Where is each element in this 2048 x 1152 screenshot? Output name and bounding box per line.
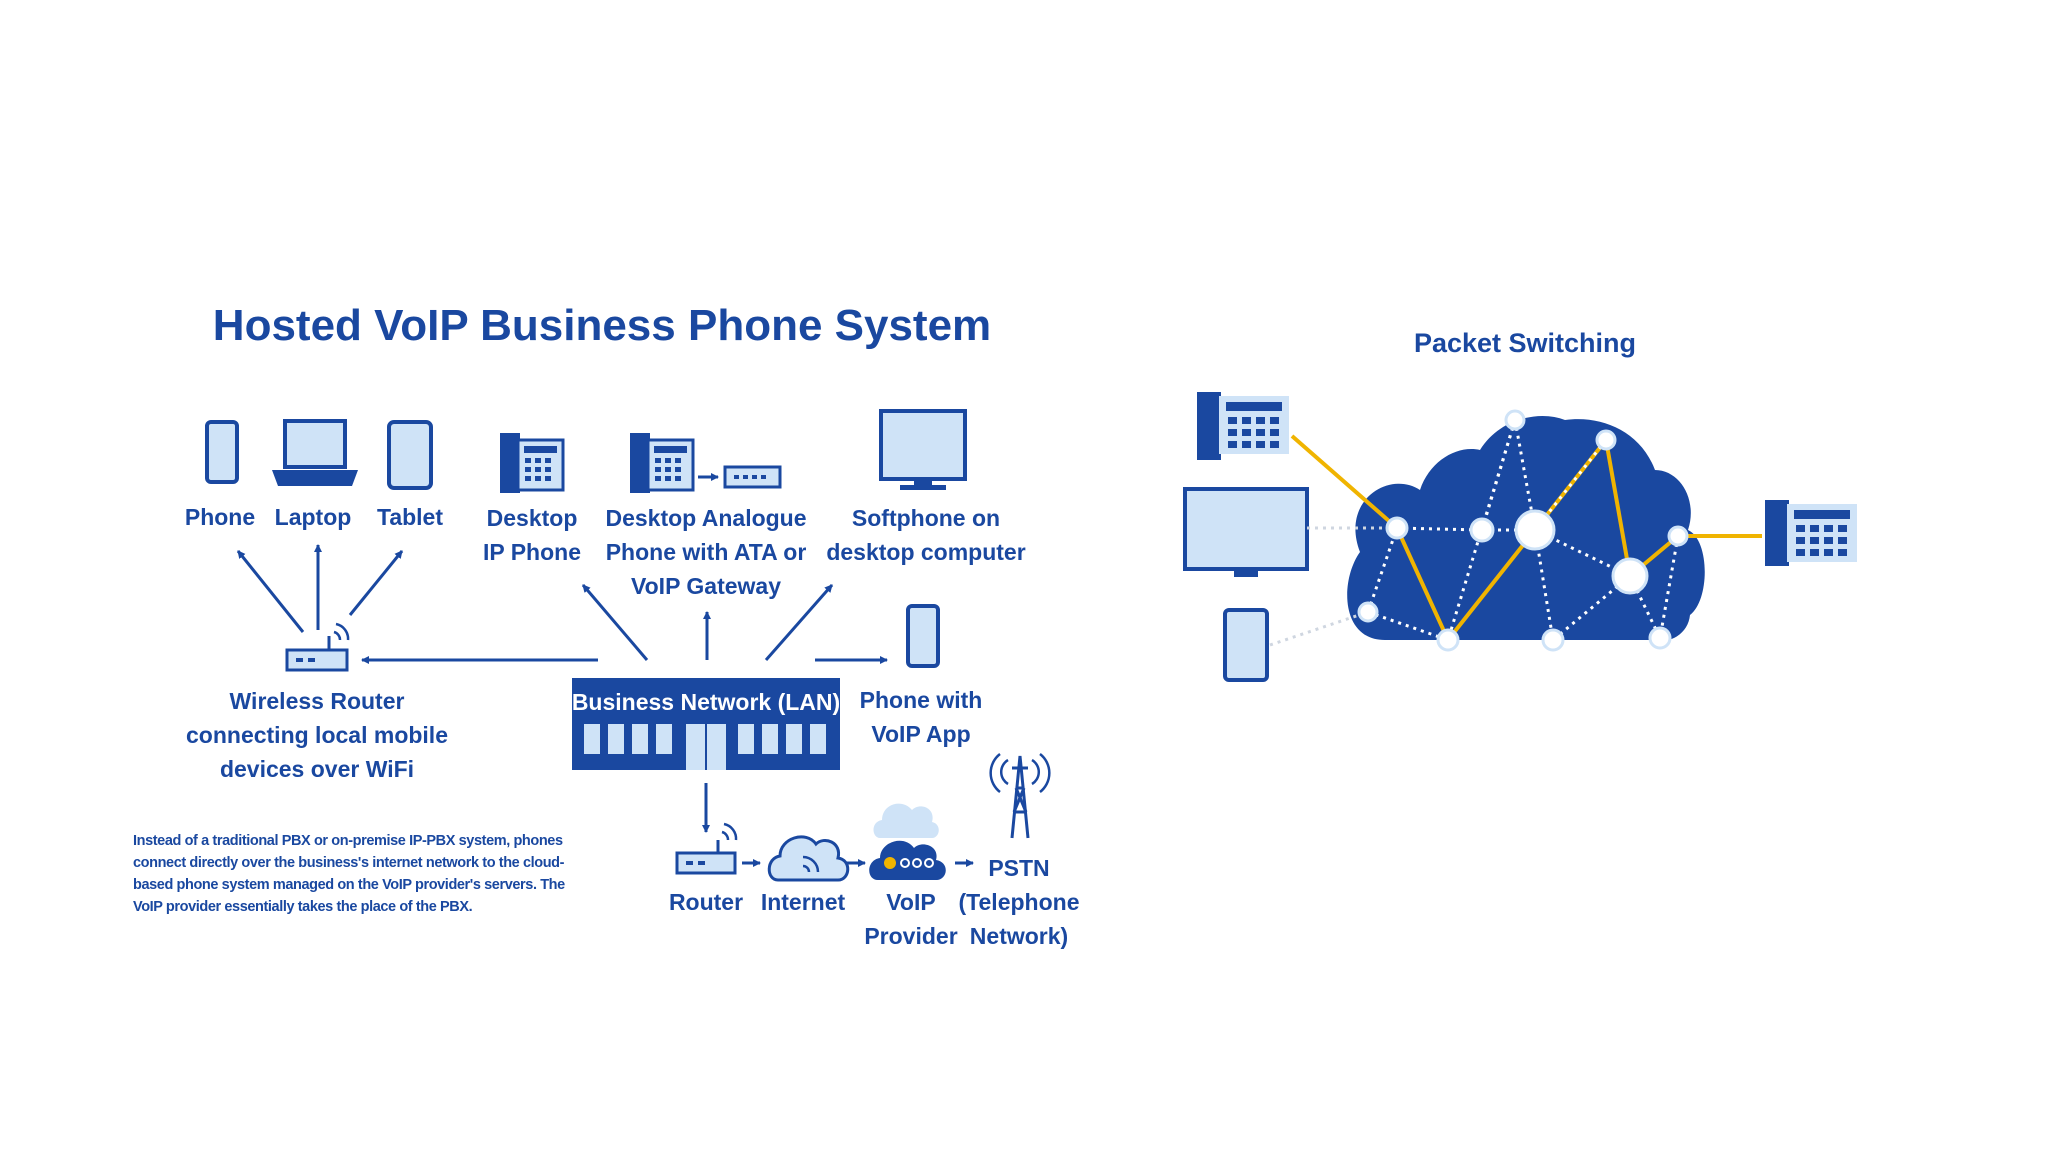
monitor-icon [879,409,967,490]
arrow-lan-to-softphone [764,584,834,661]
pstn-label-3: Network) [970,923,1068,949]
phone-label: Phone [185,504,255,530]
left-diagram-title: Hosted VoIP Business Phone System [213,301,991,350]
arrow-to-phone [236,550,305,633]
pstn-label-1: PSTN [988,855,1049,881]
right-monitor-icon [1183,487,1309,577]
cell-tower-icon [989,753,1051,839]
left-desk-phone-icon [1197,392,1289,460]
analogue-phone-icon [630,433,695,493]
right-diagram-title: Packet Switching [1414,328,1636,358]
laptop-label: Laptop [275,504,352,530]
description-text: Instead of a traditional PBX or on-premi… [133,833,565,915]
internet-label: Internet [761,889,846,915]
pstn-label-2: (Telephone [959,889,1080,915]
analogue-phone-label-3: VoIP Gateway [631,573,781,599]
desk-phone-icon [500,433,565,493]
voip-app-label-2: VoIP App [871,721,970,747]
tablet-label: Tablet [377,504,443,530]
voip-provider-label-2: Provider [864,923,957,949]
phone-icon [205,420,239,484]
wireless-router-label-2: connecting local mobile [186,722,448,748]
ata-gateway-icon [723,465,782,489]
arrow-lan-to-desk-phone [581,584,649,661]
softphone-label-1: Softphone on [852,505,1000,531]
network-nodes [1357,409,1689,652]
softphone-label-2: desktop computer [826,539,1025,565]
mobile-phone-icon [906,604,940,668]
right-mobile-icon [1223,608,1269,682]
desktop-ip-phone-label-2: IP Phone [483,539,581,565]
wireless-router-label-3: devices over WiFi [220,756,414,782]
device-dotted-links [1269,526,1397,647]
arrow-to-tablet [348,550,404,616]
voip-provider-icon [869,803,946,880]
wireless-router-label-1: Wireless Router [230,688,405,714]
analogue-phone-label-1: Desktop Analogue [605,505,806,531]
wireless-router-icon [285,622,350,672]
laptop-icon [272,419,358,486]
right-desk-phone-icon [1765,500,1857,566]
voip-app-label-1: Phone with [860,687,983,713]
router-label: Router [669,889,743,915]
internet-cloud-icon [767,835,850,882]
router-icon [675,822,738,875]
analogue-phone-label-2: Phone with ATA or [606,539,807,565]
desktop-ip-phone-label-1: Desktop [487,505,578,531]
voip-provider-label-1: VoIP [886,889,935,915]
lan-label: Business Network (LAN) [572,689,840,715]
tablet-icon [387,420,433,490]
lan-switch-icon [572,678,840,770]
